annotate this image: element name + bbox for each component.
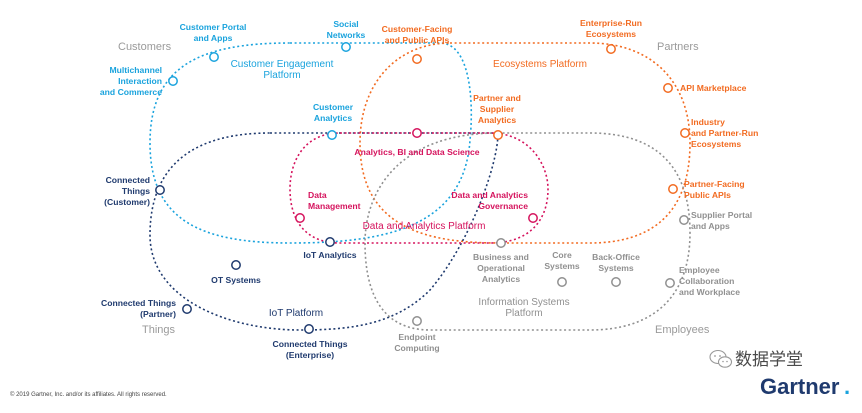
node-employee-collab-marker <box>665 278 675 288</box>
node-connected-customer-marker <box>155 185 165 195</box>
platform-label-iot: IoT Platform <box>269 308 323 319</box>
node-label-analytics-bi: Analytics, BI and Data Science <box>354 147 479 157</box>
node-analytics-bi-marker <box>412 128 422 138</box>
node-customer-facing-apis-marker <box>412 54 422 64</box>
node-label-ot-systems: OT Systems <box>211 275 261 285</box>
partners-label: Partners <box>657 41 699 53</box>
node-industry-partner-run-marker <box>680 128 690 138</box>
things-label: Things <box>142 324 176 336</box>
node-enterprise-run-marker <box>606 44 616 54</box>
node-customer-portal-marker <box>209 52 219 62</box>
node-supplier-portal-marker <box>679 215 689 225</box>
node-partner-supplier-analytics-marker <box>493 130 503 140</box>
node-ot-systems-marker <box>231 260 241 270</box>
platform-label-ecosystems: Ecosystems Platform <box>493 59 587 70</box>
node-label-connected-partner: Connected Things(Partner) <box>101 298 176 319</box>
node-customer-analytics-marker <box>327 130 337 140</box>
information-systems-platform-outline <box>364 132 691 331</box>
node-back-office-marker <box>611 277 621 287</box>
data-analytics-platform-outline <box>289 132 549 244</box>
watermark: 数据学堂 <box>709 349 803 369</box>
node-core-systems-marker <box>557 277 567 287</box>
node-business-operational-marker <box>496 238 506 248</box>
platform-label-data-analytics: Data and Analytics Platform <box>363 221 486 232</box>
gartner-logo-dot: . <box>844 374 850 399</box>
node-social-networks-marker <box>341 42 351 52</box>
node-label-iot-analytics: IoT Analytics <box>303 250 356 260</box>
copyright-text: © 2019 Gartner, Inc. and/or its affiliat… <box>10 391 167 398</box>
wechat-icon <box>709 349 733 368</box>
node-iot-analytics-marker <box>325 237 335 247</box>
employees-label: Employees <box>655 324 710 336</box>
watermark-text: 数据学堂 <box>735 350 803 369</box>
customers-label: Customers <box>118 41 172 53</box>
node-endpoint-computing-marker <box>412 316 422 326</box>
node-partner-facing-apis-marker <box>668 184 678 194</box>
ecosystems-platform-outline <box>359 42 691 244</box>
node-label-connected-enterprise: Connected Things(Enterprise) <box>273 339 348 360</box>
node-connected-enterprise-marker <box>304 324 314 334</box>
node-multichannel-marker <box>168 76 178 86</box>
gartner-logo: Gartner . <box>760 374 850 399</box>
iot-platform-outline <box>149 132 499 331</box>
node-data-governance-marker <box>528 213 538 223</box>
node-label-api-marketplace: API Marketplace <box>680 83 747 93</box>
node-api-marketplace-marker <box>663 83 673 93</box>
gartner-logo-text: Gartner <box>760 374 840 399</box>
customer-engagement-platform-outline <box>149 42 473 244</box>
node-connected-partner-marker <box>182 304 192 314</box>
node-data-management-marker <box>295 213 305 223</box>
